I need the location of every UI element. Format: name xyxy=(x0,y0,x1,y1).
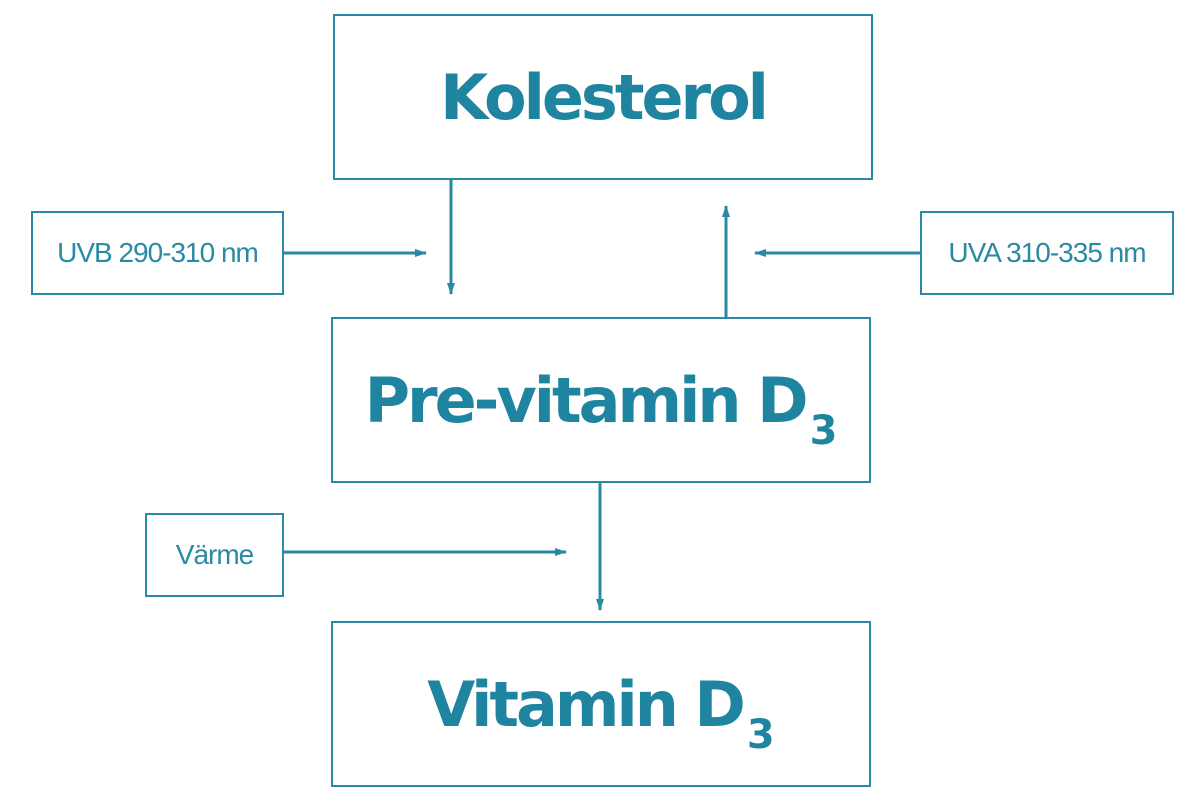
varme-label: Värme xyxy=(175,539,254,570)
uvb-box: UVB 290-310 nm xyxy=(31,211,284,295)
uvb-label: UVB 290-310 nm xyxy=(57,237,259,268)
previtamin-d3-text: Pre-vitamin D xyxy=(364,363,809,437)
varme-box: Värme xyxy=(145,513,284,597)
uva-label: UVA 310-335 nm xyxy=(948,237,1146,268)
uva-box: UVA 310-335 nm xyxy=(920,211,1174,295)
kolesterol-box: Kolesterol xyxy=(333,14,873,180)
kolesterol-label: Kolesterol xyxy=(440,60,769,134)
vitamin-d3-text: Vitamin D xyxy=(427,667,746,741)
previtamin-d3-subscript: 3 xyxy=(809,407,838,454)
vitamin-d3-subscript: 3 xyxy=(746,711,775,758)
